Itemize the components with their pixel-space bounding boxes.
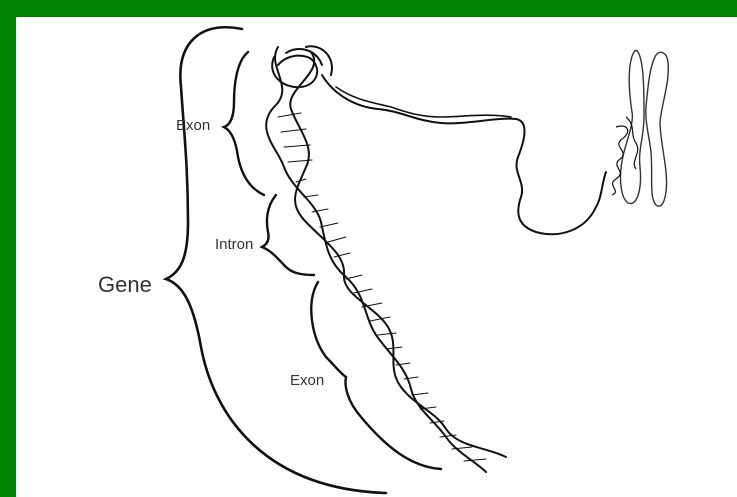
diagram-panel: Gene Exon Intron Exon bbox=[16, 17, 737, 497]
dna-double-helix bbox=[266, 46, 606, 472]
intron-brace bbox=[262, 195, 314, 275]
chromatin-coil bbox=[612, 117, 638, 195]
dna-strand-a bbox=[266, 47, 486, 472]
chromosome bbox=[612, 51, 668, 207]
exon-top-brace bbox=[224, 52, 264, 195]
dna-fold-top bbox=[272, 46, 332, 87]
gene-label: Gene bbox=[98, 272, 152, 298]
gene-dna-chromosome-diagram bbox=[16, 17, 737, 497]
chromosome-right-arm bbox=[646, 52, 668, 206]
dna-rungs bbox=[278, 113, 486, 461]
exon-bottom-brace bbox=[311, 282, 441, 469]
exon-top-label: Exon bbox=[176, 117, 210, 134]
dna-tail-strand bbox=[322, 75, 606, 234]
exon-bottom-label: Exon bbox=[290, 372, 324, 389]
intron-label: Intron bbox=[215, 236, 253, 253]
dna-tail-strand-2 bbox=[336, 87, 511, 117]
